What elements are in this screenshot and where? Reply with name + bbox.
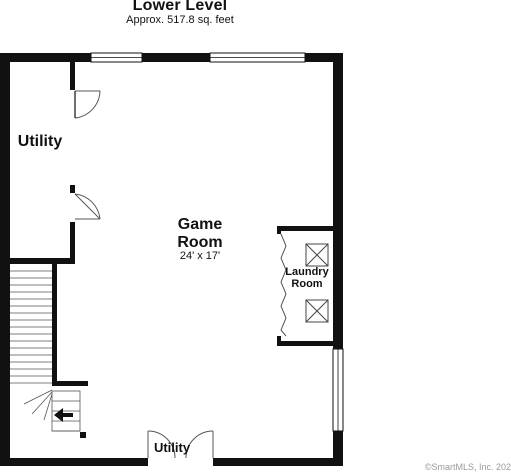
copyright-credit: ©SmartMLS, Inc. 202 — [424, 462, 511, 472]
dryer — [305, 299, 329, 323]
floor-title: Lower Level — [132, 0, 228, 14]
utility-room-label: Utility — [17, 133, 63, 150]
game-room-label: Game Room — [150, 216, 250, 252]
windows — [90, 52, 344, 432]
laundry-appliances — [305, 243, 329, 323]
interior-walls — [0, 62, 337, 438]
game-room-name-line2: Room — [177, 233, 223, 251]
laundry-room-name-line2: Room — [291, 278, 323, 291]
laundry-room-label: Laundry Room — [281, 266, 333, 291]
floor-plan — [0, 52, 344, 466]
stairs — [10, 270, 81, 432]
laundry-room-name-line1: Laundry — [285, 266, 329, 278]
doors — [74, 90, 287, 459]
washer — [305, 243, 329, 267]
utility-bottom-label: Utility — [153, 440, 191, 455]
floor-area: Approx. 517.8 sq. feet — [126, 14, 234, 26]
game-room-name-line1: Game — [177, 216, 223, 233]
game-room-dimensions: 24' x 17' — [179, 250, 221, 262]
stair-direction-arrow-icon — [54, 408, 73, 422]
